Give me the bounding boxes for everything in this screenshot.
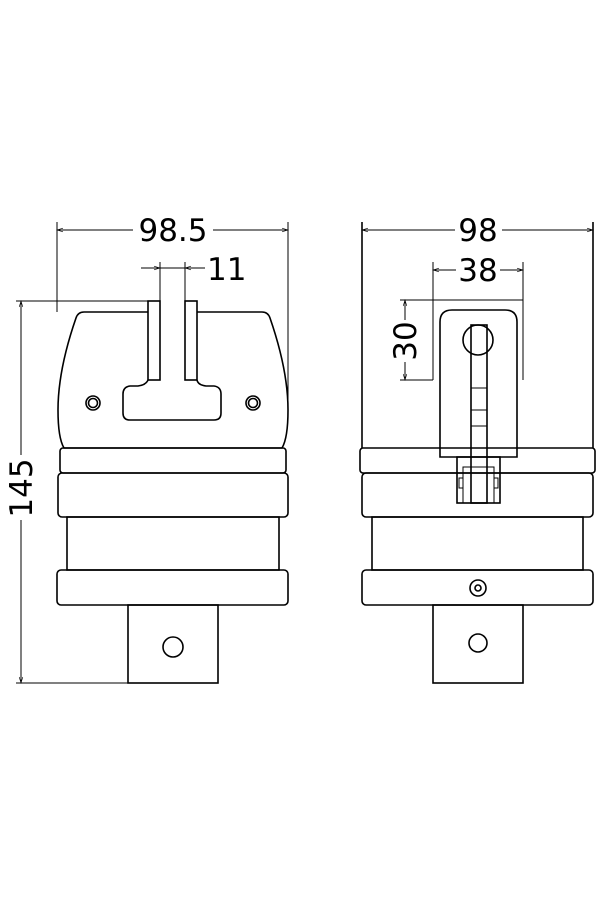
stem-hole-side (468, 633, 488, 653)
band-top (59, 447, 287, 474)
dimension-width-front: 98.5 (138, 213, 207, 249)
slot-right-wall (184, 300, 198, 381)
clip-pivot (462, 324, 494, 356)
band-middle-side (361, 472, 594, 518)
stem (127, 604, 219, 684)
band-bottom (56, 569, 289, 606)
band-bottom-side (361, 569, 594, 606)
stem-side (432, 604, 524, 684)
clip-envelope (432, 262, 524, 380)
stem-hole (162, 636, 184, 658)
band-middle (57, 472, 289, 518)
band-top-side (359, 447, 596, 474)
dimension-width-side: 98 (458, 213, 497, 249)
mount-hole-left (85, 395, 101, 411)
dimension-clip-height: 30 (388, 321, 424, 360)
clip-housing (439, 309, 518, 458)
body-upper-outline (57, 311, 289, 449)
side-view: 98 38 30 (359, 213, 596, 684)
neck (66, 516, 280, 571)
t-cutout (122, 379, 222, 421)
dimension-slot-width: 11 (207, 252, 246, 288)
lever (470, 324, 488, 504)
dimension-clip-width: 38 (458, 253, 497, 289)
neck-side (371, 516, 584, 571)
slot-left-wall (147, 300, 161, 381)
mount-hole-right (245, 395, 261, 411)
dimension-height: 145 (4, 458, 40, 517)
front-view: 98.5 11 145 (4, 213, 288, 683)
set-screw (469, 579, 487, 597)
